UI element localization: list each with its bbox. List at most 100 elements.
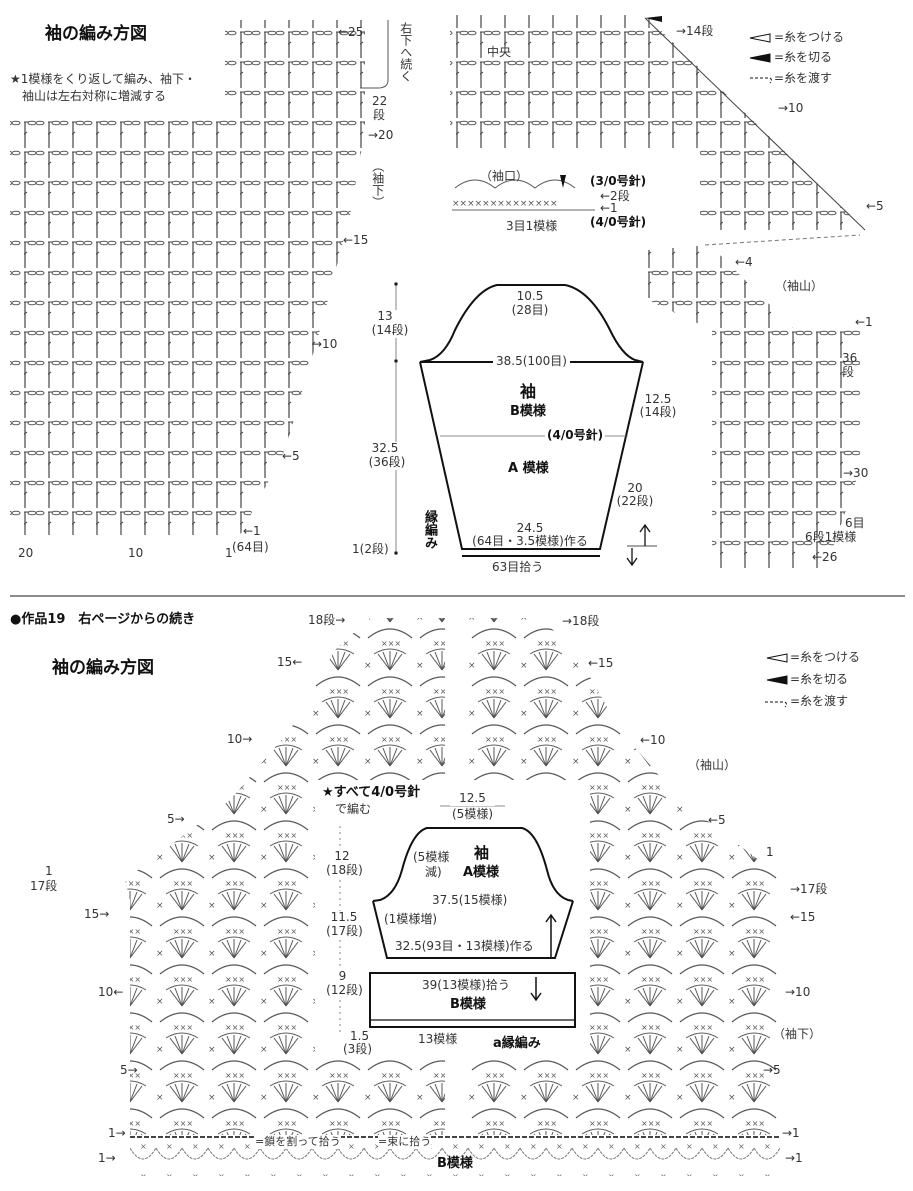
decrease-note: (5模様 xyxy=(413,850,450,864)
row-label: →10 xyxy=(312,337,338,351)
dimension: (64目・3.5模様)作る xyxy=(472,534,588,548)
dimension: (12段) xyxy=(322,983,367,998)
pattern-count: 13模様 xyxy=(418,1032,458,1046)
increase-note: (1模様増) xyxy=(384,912,437,926)
pickup-label: 63目拾う xyxy=(492,560,544,574)
row-label: →10 xyxy=(785,985,811,999)
dimension: 10.5 xyxy=(516,289,544,303)
dimension: 1(2段) xyxy=(352,542,389,556)
note-line-1: ★1模様をくり返して編み、袖下・ xyxy=(10,72,197,86)
column-label: 20 xyxy=(18,546,34,560)
repeat-stitches: 6目 xyxy=(845,516,865,530)
decrease-note: 減) xyxy=(425,865,442,879)
row-label: 1 xyxy=(45,864,53,878)
row-label: →5 xyxy=(763,1063,781,1077)
row-label: →20 xyxy=(368,128,394,142)
row-label: ←5 xyxy=(282,449,300,463)
dimension: (22段) xyxy=(616,494,654,508)
hook-size: (3/0号針) xyxy=(590,174,647,188)
row-label: 15→ xyxy=(84,907,110,921)
hook-note: で編む xyxy=(335,802,372,816)
legend-icons xyxy=(749,33,788,708)
stitch-count: (64目) xyxy=(232,540,269,554)
section-heading: ●作品19 右ページからの続き xyxy=(10,612,196,627)
dimension: (28目) xyxy=(511,303,549,317)
row-label: 段 xyxy=(373,108,386,122)
column-label: 10 xyxy=(128,546,144,560)
sleeve-outline-top xyxy=(419,284,644,557)
row-count: 36 xyxy=(842,351,858,365)
legend-attach: =糸をつける xyxy=(790,650,861,664)
page-title-top: 袖の編み方図 xyxy=(45,24,147,44)
row-label: ←10 xyxy=(640,733,666,747)
left-stitch-chart xyxy=(10,20,365,535)
dimension: 38.5(100目) xyxy=(493,354,570,369)
dimension: (17段) xyxy=(322,924,367,939)
repeat-label: 3目1模様 xyxy=(506,219,558,233)
row-label: →1 xyxy=(785,1151,803,1165)
legend-bundle: =束に拾う xyxy=(378,1135,432,1149)
hook-size: (4/0号針) xyxy=(590,215,647,229)
dimension: 13 xyxy=(365,309,405,324)
row-label: →17段 xyxy=(790,882,828,896)
legend-cut: =糸を切る xyxy=(774,50,833,64)
sleeve-label: 袖 xyxy=(474,844,490,862)
pattern-label: B模様 xyxy=(437,1156,473,1172)
legend-attach: =糸をつける xyxy=(774,30,845,44)
dimension: (5模様) xyxy=(452,807,493,821)
cap-label: （袖山） xyxy=(688,758,737,772)
repeat-rows: 6段1模様 xyxy=(805,530,857,544)
center-label: 中央 xyxy=(487,45,512,60)
legend-split-chain: =鎖を割って拾う xyxy=(255,1135,341,1149)
row-label: 1→ xyxy=(98,1151,116,1165)
row-label: 5→ xyxy=(120,1063,138,1077)
dimension: 12.5 xyxy=(450,791,495,806)
dimension: 32.5(93目・13模様)作る xyxy=(395,939,534,954)
cuff-label: （袖口） xyxy=(480,169,529,183)
dimension: 37.5(15模様) xyxy=(430,893,510,908)
row-label: 18段→ xyxy=(308,613,346,627)
row-label: ←15 xyxy=(790,910,816,924)
hook-note: ★すべて4/0号針 xyxy=(322,785,421,800)
right-stitch-chart xyxy=(450,15,865,230)
pattern-label: A模様 xyxy=(463,865,500,880)
cap-label: （袖山） xyxy=(775,279,824,293)
edging-label: 縁編み xyxy=(421,510,437,549)
sleeve-label: 袖 xyxy=(520,382,537,401)
row-label: ←2段 xyxy=(600,189,630,203)
column-label: 1 xyxy=(225,546,233,560)
pattern-label: B模様 xyxy=(510,404,546,419)
edging-label: a縁編み xyxy=(493,1036,541,1051)
row-label: 5→ xyxy=(167,812,185,826)
legend-cut: =糸を切る xyxy=(790,672,849,686)
underarm-label: （袖下） xyxy=(370,160,385,208)
row-label: ←25 xyxy=(338,25,364,39)
row-label: ←15 xyxy=(588,656,614,670)
row-label: 1 xyxy=(766,845,774,859)
row-label: ←4 xyxy=(735,255,753,269)
row-label: 17段 xyxy=(30,879,58,893)
continue-note: 右下へ続く xyxy=(398,22,413,82)
row-label: ←5 xyxy=(866,199,884,213)
row-label: 1→ xyxy=(108,1126,126,1140)
cap-stitch-chart xyxy=(648,245,860,570)
row-label: ←26 xyxy=(812,550,838,564)
dimension: (18段) xyxy=(322,863,367,878)
dimension: 9 xyxy=(330,969,355,984)
row-label: →14段 xyxy=(676,24,714,38)
underarm-label: （袖下） xyxy=(773,1027,822,1041)
dimension: 1.5 xyxy=(350,1029,370,1044)
dimension: (36段) xyxy=(362,455,412,470)
hook-size: (4/0号針) xyxy=(545,428,606,443)
dimension: 32.5 xyxy=(365,441,405,456)
row-label: →1 xyxy=(782,1126,800,1140)
row-label: →18段 xyxy=(562,614,600,628)
row-label: 10← xyxy=(98,985,124,999)
pickup-label: 39(13模様)拾う xyxy=(420,978,512,993)
legend-carry: =糸を渡す xyxy=(790,694,849,708)
dimension: 24.5 xyxy=(516,521,544,535)
pattern-label: A 模様 xyxy=(508,461,549,476)
row-count: 段 xyxy=(842,365,855,379)
